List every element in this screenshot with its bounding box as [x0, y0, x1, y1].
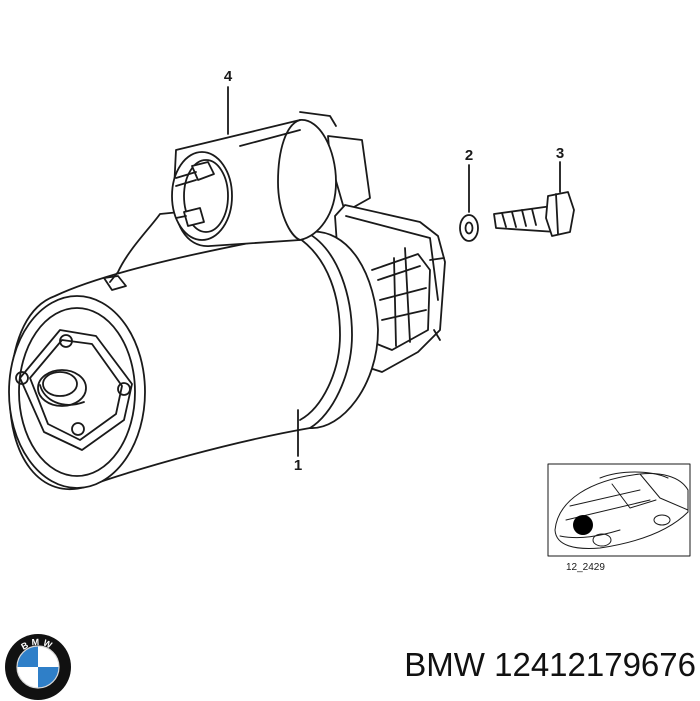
- bmw-logo: BMW: [5, 634, 71, 700]
- starter-motor: [8, 135, 446, 491]
- callout-label: 2: [465, 147, 473, 164]
- part-number: 12412179676: [494, 646, 696, 683]
- logo-lettering: BMW: [19, 637, 56, 652]
- location-marker: [573, 515, 593, 535]
- washer: [459, 214, 479, 242]
- inset-reference-code: 12_2429: [566, 562, 605, 573]
- bolt: [493, 191, 575, 237]
- callout-label: 3: [556, 145, 564, 162]
- brand-name: BMW: [404, 646, 485, 683]
- callout-label: 4: [224, 68, 233, 85]
- inset-thumbnail: [547, 463, 691, 557]
- solenoid: [171, 111, 337, 247]
- callout-label: 1: [294, 457, 302, 474]
- part-caption: BMW 12412179676: [360, 643, 696, 687]
